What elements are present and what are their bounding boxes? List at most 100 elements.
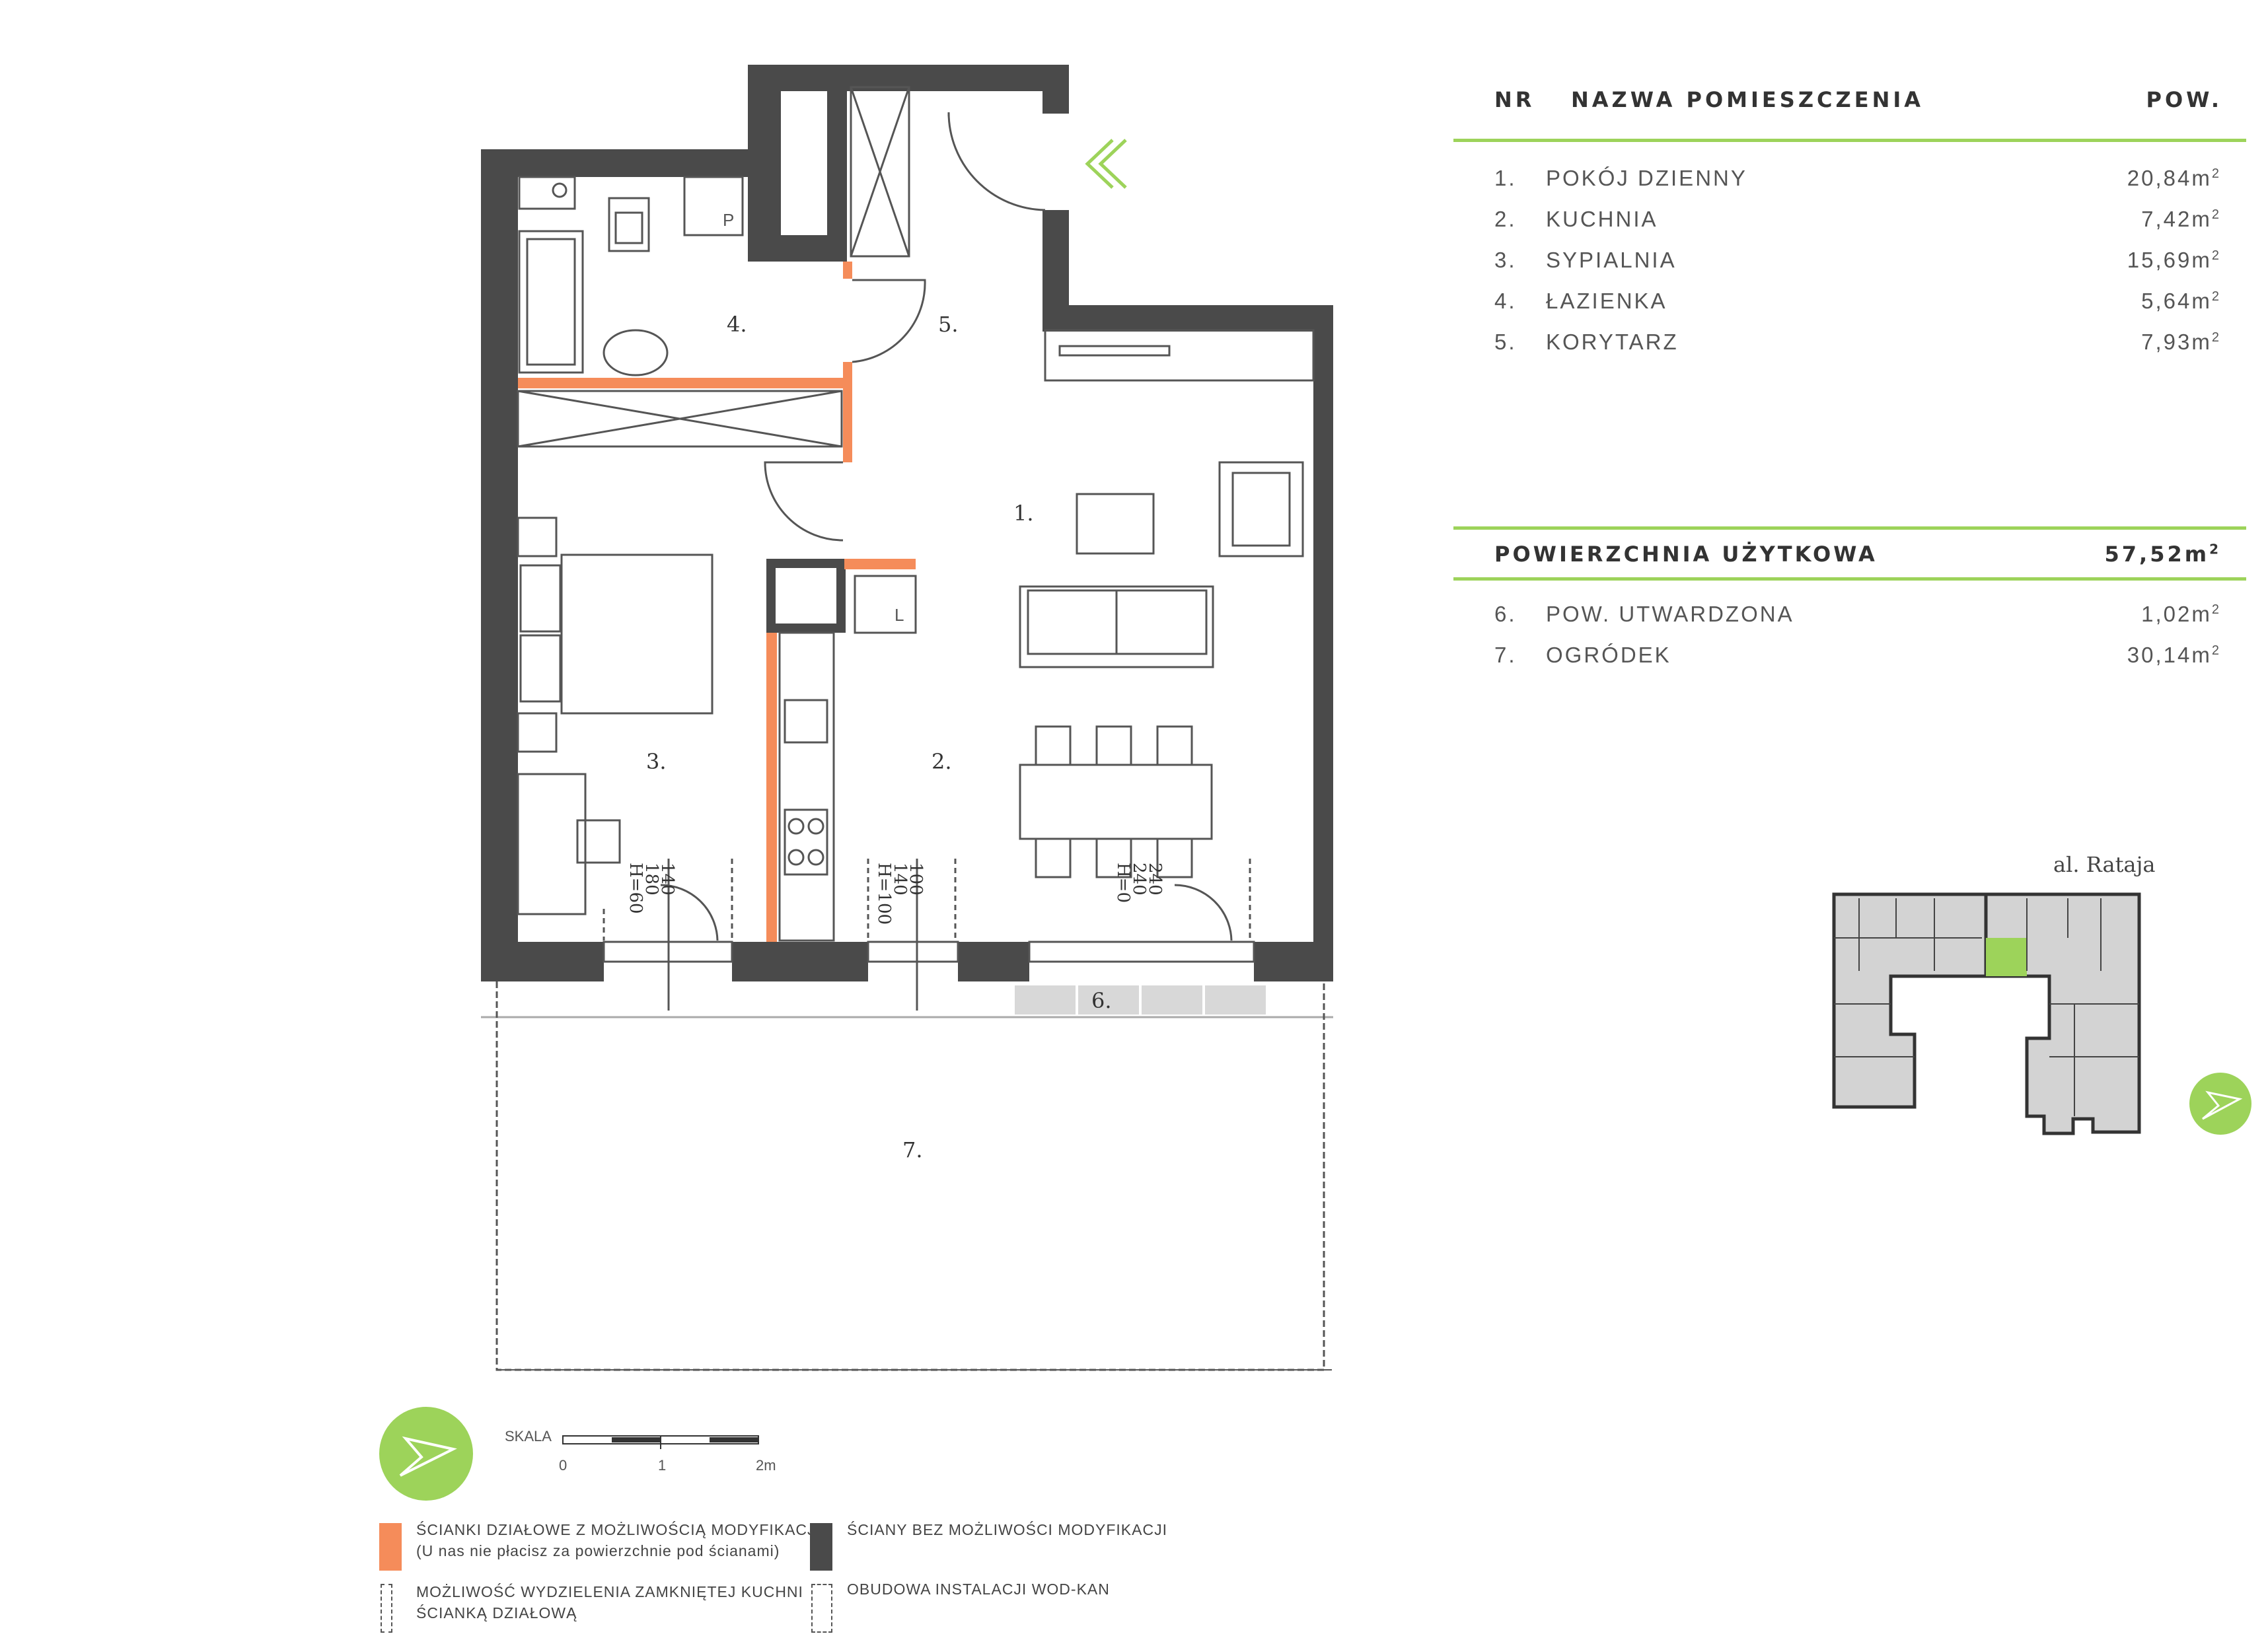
wall-bottom-1 — [481, 942, 604, 981]
header-name: NAZWA POMIESZCZENIA — [1571, 87, 1924, 112]
coffee-table — [1076, 493, 1155, 555]
window-3 — [1028, 941, 1255, 963]
legend-dashed: MOŻLIWOŚĆ WYDZIELENIA ZAMKNIĘTEJ KUCHNI … — [416, 1583, 803, 1621]
entry-door — [947, 112, 1046, 211]
legend-dashed2-swatch — [811, 1584, 832, 1633]
header-nr: NR — [1494, 87, 1535, 112]
scale-bar — [562, 1435, 759, 1449]
row-name: KORYTARZ — [1546, 330, 1679, 354]
row-name: ŁAZIENKA — [1546, 289, 1667, 313]
legend-orange-swatch — [379, 1523, 402, 1571]
kitchen-cabinet-upper — [1044, 329, 1315, 382]
toilet — [608, 197, 650, 252]
svg-text:140: 140 — [890, 863, 910, 896]
scale-title: SKALA — [505, 1428, 552, 1444]
chair — [1035, 837, 1072, 878]
row-area: 15,69m2 — [2127, 248, 2220, 272]
window-dim-1: 140 180 H=60 — [626, 863, 677, 914]
partition-fridge — [844, 559, 916, 569]
north-arrow-icon — [399, 1436, 457, 1477]
table-row: 4. ŁAZIENKA 5,64m2 — [1453, 279, 2246, 320]
chair — [1156, 837, 1193, 878]
fridge — [854, 575, 917, 634]
row-area: 1,02m2 — [2141, 602, 2220, 626]
table-row: 2. KUCHNIA 7,42m2 — [1453, 197, 2246, 238]
wall-left — [481, 149, 518, 981]
window-2 — [867, 941, 959, 963]
row-area: 20,84m2 — [2127, 166, 2220, 190]
fixtures — [517, 86, 1315, 1011]
wall-kitchen-block-top — [766, 559, 846, 568]
window-dim-2: 100 140 H=100 — [874, 863, 926, 925]
row-nr: 7. — [1494, 643, 1517, 667]
row-nr: 4. — [1494, 289, 1517, 313]
garden-outline — [481, 981, 1333, 1371]
row-name: OGRÓDEK — [1546, 643, 1671, 667]
room-number-5: 5. — [938, 312, 959, 337]
total-row: POWIERZCHNIA UŻYTKOWA 57,52m2 — [1453, 526, 2246, 581]
wall-kitchen-block-left — [766, 559, 776, 633]
wardrobe — [517, 390, 843, 448]
legend-dark: ŚCIANY BEZ MOŻLIWOŚCI MODYFIKACJI — [847, 1521, 1167, 1538]
room-number-1: 1. — [1013, 501, 1034, 526]
unit-highlight — [1986, 938, 2027, 976]
room-table: NR NAZWA POMIESZCZENIA POW. 1.POKÓJ DZIE… — [1453, 79, 2246, 674]
washbasin — [603, 329, 669, 376]
row-name: SYPIALNIA — [1546, 248, 1677, 272]
structural-walls — [481, 65, 1333, 981]
wall-bottom-4 — [1254, 942, 1333, 981]
row-area: 5,64m2 — [2141, 289, 2220, 313]
table-header: NR NAZWA POMIESZCZENIA POW. — [1453, 79, 2246, 142]
wall-kitchen-block-right — [836, 559, 846, 633]
desk — [517, 773, 587, 915]
row-area: 7,93m2 — [2141, 330, 2220, 354]
row-nr: 2. — [1494, 207, 1517, 231]
chair — [1156, 725, 1193, 766]
legend-orange: ŚCIANKI DZIAŁOWE Z MOŻLIWOŚCIĄ MODYFIKAC… — [416, 1521, 821, 1559]
washer-label: P — [723, 210, 734, 230]
bathtub — [518, 230, 584, 374]
armchair — [1218, 461, 1304, 557]
room-number-3: 3. — [646, 749, 667, 774]
wall-kitchen-block-bottom — [766, 623, 846, 633]
table-row: 3. SYPIALNIA 15,69m2 — [1453, 238, 2246, 279]
row-name: KUCHNIA — [1546, 207, 1658, 231]
north-arrow-icon — [2202, 1090, 2243, 1120]
row-nr: 3. — [1494, 248, 1517, 272]
svg-text:240: 240 — [1129, 863, 1149, 896]
scale-tick-1: 1 — [658, 1457, 667, 1474]
modifiable-walls — [518, 262, 916, 942]
row-nr: 5. — [1494, 330, 1517, 354]
window-dim-3: 240 240 H=0 — [1113, 863, 1165, 903]
scale-tick-2: 2m — [756, 1457, 776, 1474]
compass-large — [379, 1407, 473, 1501]
total-area: 57,52m2 — [2104, 541, 2220, 567]
partition-closet — [843, 362, 852, 462]
scale-tick-0: 0 — [559, 1457, 567, 1474]
street-label: al. Rataja — [2053, 852, 2156, 877]
fridge-label: L — [895, 605, 904, 625]
installation-shaft — [850, 86, 910, 258]
svg-text:H=100: H=100 — [874, 863, 894, 925]
svg-text:H=60: H=60 — [626, 863, 645, 914]
legend-dashed-swatch — [381, 1584, 392, 1633]
partition-bathroom — [518, 378, 848, 388]
room-number-6: 6. — [1091, 988, 1112, 1013]
site-key-plan — [1832, 892, 2141, 1135]
kitchen-sink — [784, 699, 828, 744]
bedroom-door — [764, 461, 844, 542]
wall-top-bathroom — [481, 149, 752, 177]
sofa — [1019, 585, 1214, 668]
row-area: 7,42m2 — [2141, 207, 2220, 231]
washing-machine — [683, 176, 744, 236]
cooktop — [784, 808, 828, 876]
sink-small — [518, 176, 576, 210]
svg-text:140: 140 — [657, 863, 677, 896]
svg-text:100: 100 — [906, 863, 926, 896]
table-row: 5. KORYTARZ 7,93m2 — [1453, 320, 2246, 361]
wall-shaft-left — [748, 65, 781, 262]
wall-shaft-right — [827, 79, 847, 262]
